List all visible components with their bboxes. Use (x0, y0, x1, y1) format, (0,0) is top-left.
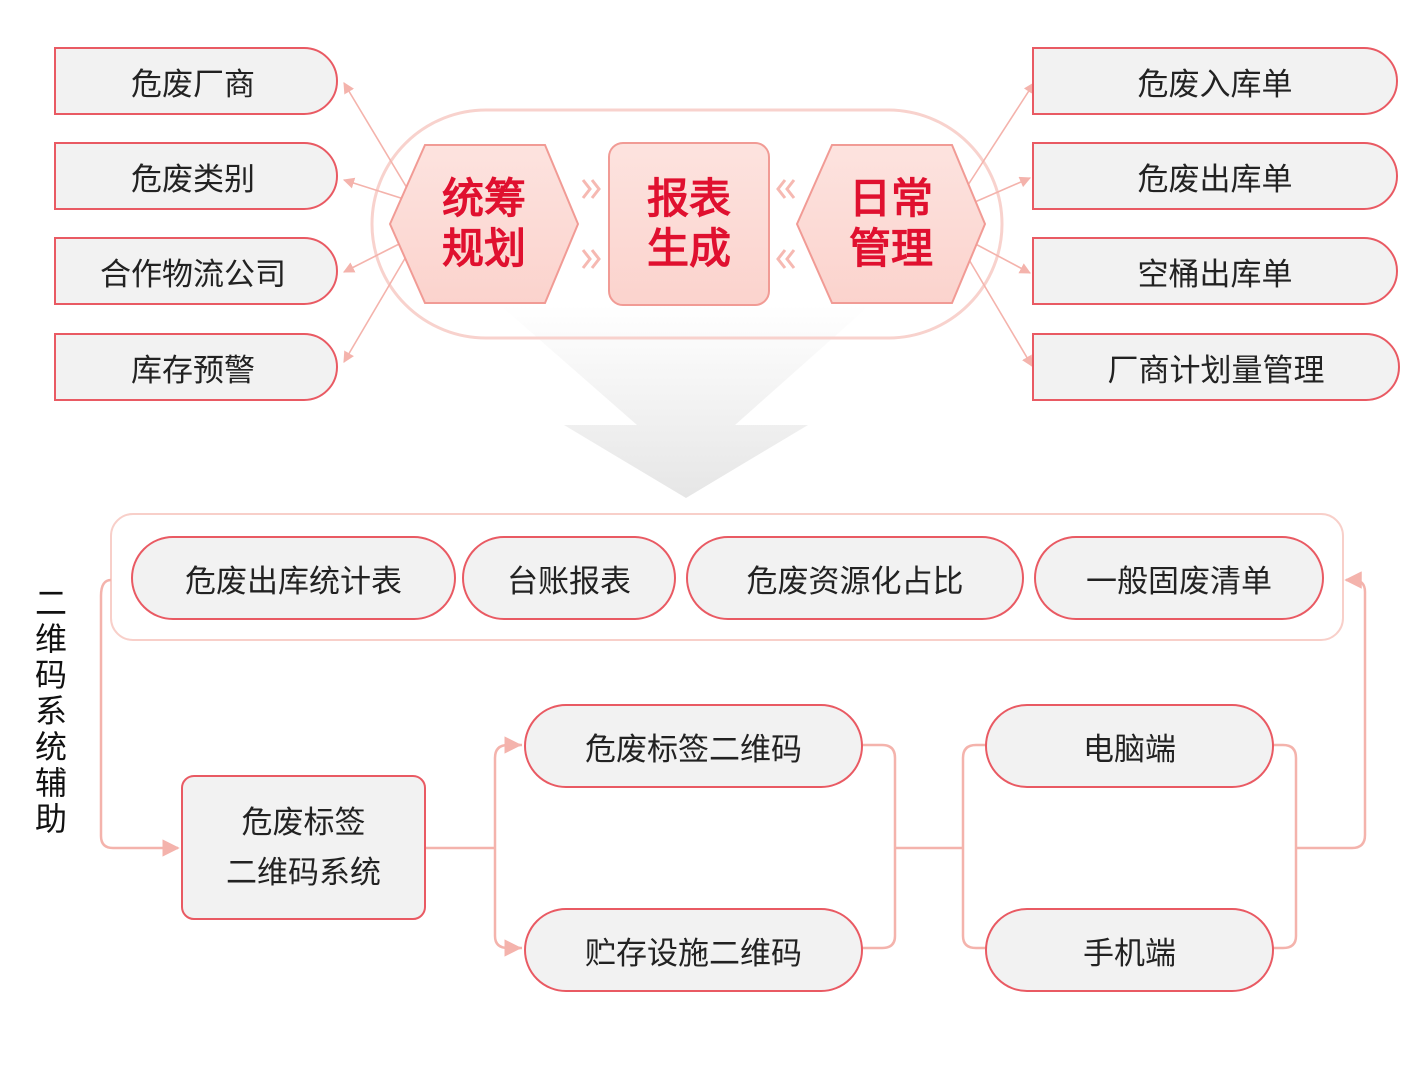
funnel-arrow (500, 305, 870, 498)
report-pill-4 (1034, 536, 1324, 620)
side-label-char-1: 二 (34, 584, 67, 622)
report-box (608, 142, 770, 306)
qr-type-pill-1 (524, 704, 863, 788)
report-pill-1 (131, 536, 456, 620)
left-pill-4 (54, 333, 338, 401)
side-label-char-2: 维 (34, 620, 67, 658)
plan-hexagon (388, 144, 580, 304)
side-label-char-4: 系 (34, 692, 67, 730)
left-pill-2 (54, 142, 338, 210)
left-pill-3 (54, 237, 338, 305)
chevrons-left (776, 179, 796, 269)
daily-hexagon (795, 144, 987, 304)
terminal-pill-2 (985, 908, 1274, 992)
left-pills (54, 47, 338, 401)
right-connectors (967, 82, 1035, 367)
qr-type-pill-2 (524, 908, 863, 992)
terminal-pill-1 (985, 704, 1274, 788)
right-pill-4 (1032, 333, 1400, 401)
side-label: 二 维 码 系 统 辅 助 (34, 585, 68, 837)
right-pill-3 (1032, 237, 1398, 305)
chevrons-right (581, 179, 601, 269)
side-label-char-7: 助 (34, 800, 67, 838)
right-pill-2 (1032, 142, 1398, 210)
report-pills (131, 536, 1324, 620)
report-pill-3 (686, 536, 1024, 620)
left-pill-1 (54, 47, 338, 115)
qr-system-box (181, 775, 426, 920)
right-pill-1 (1032, 47, 1398, 115)
right-pills (1032, 47, 1400, 401)
side-label-char-3: 码 (34, 656, 67, 694)
qr-type-pills (524, 704, 863, 992)
bottom-connectors (99, 571, 1367, 957)
side-label-char-6: 辅 (34, 764, 67, 802)
terminal-pills (985, 704, 1274, 992)
side-label-char-5: 统 (34, 728, 67, 766)
left-connectors (342, 82, 408, 363)
center-capsule (370, 108, 1004, 340)
report-pill-2 (462, 536, 676, 620)
